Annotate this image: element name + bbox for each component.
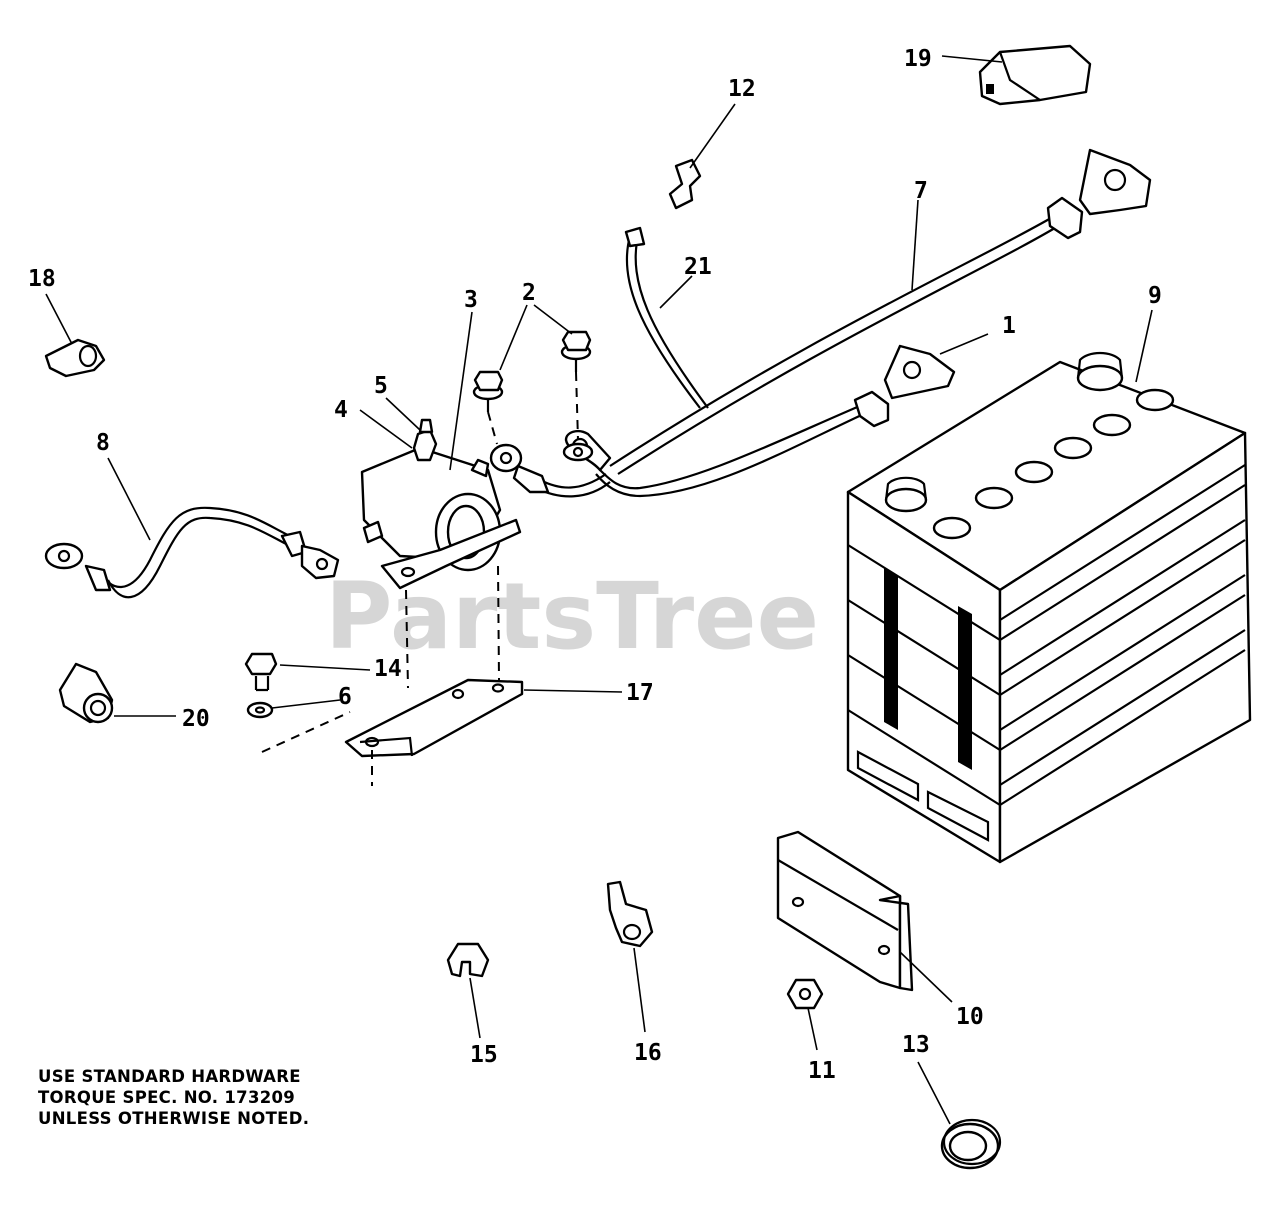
battery-hold-down[interactable] <box>776 830 914 992</box>
callout-16: 16 <box>634 1040 662 1066</box>
cable-clip[interactable] <box>668 158 702 210</box>
grommet[interactable] <box>940 1118 1002 1170</box>
screw[interactable] <box>472 330 594 462</box>
callout-18: 18 <box>28 266 56 292</box>
note-line-1: USE STANDARD HARDWARE <box>38 1067 301 1086</box>
solenoid-lead[interactable] <box>489 443 611 498</box>
callout-7: 7 <box>914 178 928 204</box>
callout-labels: 1 2 3 4 5 6 7 8 9 10 11 12 13 14 15 16 1… <box>28 46 1162 1084</box>
cable-clamp-15[interactable] <box>446 942 490 978</box>
callout-11: 11 <box>808 1058 836 1084</box>
callout-8: 8 <box>96 430 110 456</box>
leader-lines <box>45 55 1153 1125</box>
callout-6: 6 <box>338 684 352 710</box>
callout-4: 4 <box>334 397 348 423</box>
hex-bolt[interactable] <box>244 652 278 692</box>
callout-17: 17 <box>626 680 654 706</box>
callout-2: 2 <box>522 280 536 306</box>
callout-5: 5 <box>374 373 388 399</box>
positive-cable[interactable] <box>609 148 1152 475</box>
hex-nut[interactable] <box>786 978 824 1010</box>
lock-washer[interactable] <box>246 701 274 719</box>
callout-19: 19 <box>904 46 932 72</box>
callout-10: 10 <box>956 1004 984 1030</box>
callout-21: 21 <box>684 254 712 280</box>
callout-1: 1 <box>1002 313 1016 339</box>
note-line-2: TORQUE SPEC. NO. 173209 <box>38 1088 296 1107</box>
callout-15: 15 <box>470 1042 498 1068</box>
terminal-cover[interactable] <box>58 662 114 724</box>
callout-14: 14 <box>374 656 402 682</box>
callout-20: 20 <box>182 706 210 732</box>
note-line-3: UNLESS OTHERWISE NOTED. <box>38 1109 310 1128</box>
cable-clamp-16[interactable] <box>606 880 654 948</box>
callout-12: 12 <box>728 76 756 102</box>
callout-9: 9 <box>1148 283 1162 309</box>
starter-solenoid[interactable] <box>360 418 522 590</box>
callout-3: 3 <box>464 287 478 313</box>
callout-13: 13 <box>902 1032 930 1058</box>
solenoid-bracket[interactable] <box>344 678 524 758</box>
ground-cable[interactable] <box>44 506 340 599</box>
hardware-note: USE STANDARD HARDWARE TORQUE SPEC. NO. 1… <box>38 1066 309 1129</box>
battery[interactable] <box>846 351 1252 864</box>
terminal-boot[interactable] <box>978 44 1092 106</box>
wire-tie[interactable] <box>624 226 709 409</box>
j-clip[interactable] <box>44 338 106 378</box>
